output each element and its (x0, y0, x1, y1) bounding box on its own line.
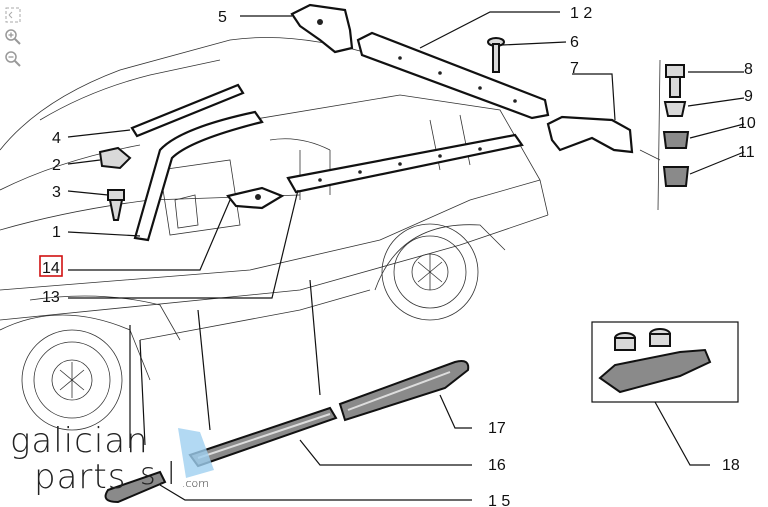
callout-13[interactable]: 13 (42, 289, 60, 306)
part-9-nut[interactable] (663, 101, 687, 117)
expand-icon[interactable] (4, 6, 22, 24)
part-14-bracket[interactable] (226, 186, 285, 210)
callout-2[interactable]: 2 (52, 157, 61, 174)
callout-3[interactable]: 3 (52, 184, 61, 201)
part-7-end-bracket[interactable] (546, 115, 634, 154)
callout-4[interactable]: 4 (52, 130, 61, 147)
viewer-toolbar (4, 6, 26, 72)
callout-9[interactable]: 9 (744, 88, 753, 105)
front-wheel (0, 314, 151, 431)
callout-11[interactable]: 11 (738, 144, 755, 161)
part-1-pillar-trim[interactable] (133, 110, 264, 242)
vehicle-outline (0, 37, 549, 431)
zoom-in-icon[interactable] (4, 28, 22, 46)
watermark-domain: .com (182, 477, 209, 490)
watermark-suffix: s.l (140, 457, 177, 492)
part-15-moulding[interactable] (104, 470, 167, 504)
galician-parts-watermark: galician parts s.l .com (10, 421, 209, 497)
watermark-line-1: galician (10, 421, 149, 461)
callout-15[interactable]: 1 5 (488, 493, 510, 507)
highlight-box-14 (39, 255, 63, 277)
rear-wheel (374, 223, 506, 321)
callout-16[interactable]: 16 (488, 457, 506, 474)
callout-7[interactable]: 7 (570, 60, 579, 77)
part-2-clip[interactable] (98, 146, 132, 170)
callout-12[interactable]: 1 2 (570, 5, 592, 22)
part-18-kit[interactable] (591, 321, 739, 403)
callout-8[interactable]: 8 (744, 61, 753, 78)
callout-1[interactable]: 1 (52, 224, 61, 241)
part-5-bracket[interactable] (290, 3, 354, 54)
part-8-bolt[interactable] (665, 64, 685, 98)
part-6-screw[interactable] (487, 37, 505, 73)
part-4-roof-strip[interactable] (130, 83, 245, 138)
watermark-accent (178, 428, 214, 478)
part-3-fastener[interactable] (107, 189, 125, 221)
callout-10[interactable]: 10 (738, 115, 756, 132)
part-17-moulding[interactable] (338, 360, 470, 422)
part-12-long-rail[interactable] (356, 31, 550, 120)
zoom-out-icon[interactable] (4, 50, 22, 68)
part-10-clip[interactable] (662, 131, 690, 149)
callout-18[interactable]: 18 (722, 457, 740, 474)
watermark-line-2: parts (34, 457, 127, 497)
part-11-clip[interactable] (662, 166, 690, 187)
callout-17[interactable]: 17 (488, 420, 506, 437)
part-13-side-rail[interactable] (286, 133, 524, 194)
callout-6[interactable]: 6 (570, 34, 579, 51)
callout-14[interactable]: 14 (42, 260, 60, 277)
leader-lines (67, 11, 745, 501)
callout-5[interactable]: 5 (218, 9, 227, 26)
callout-labels: 5 1 2 6 7 8 9 10 11 4 2 3 1 14 13 17 16 … (42, 5, 756, 507)
